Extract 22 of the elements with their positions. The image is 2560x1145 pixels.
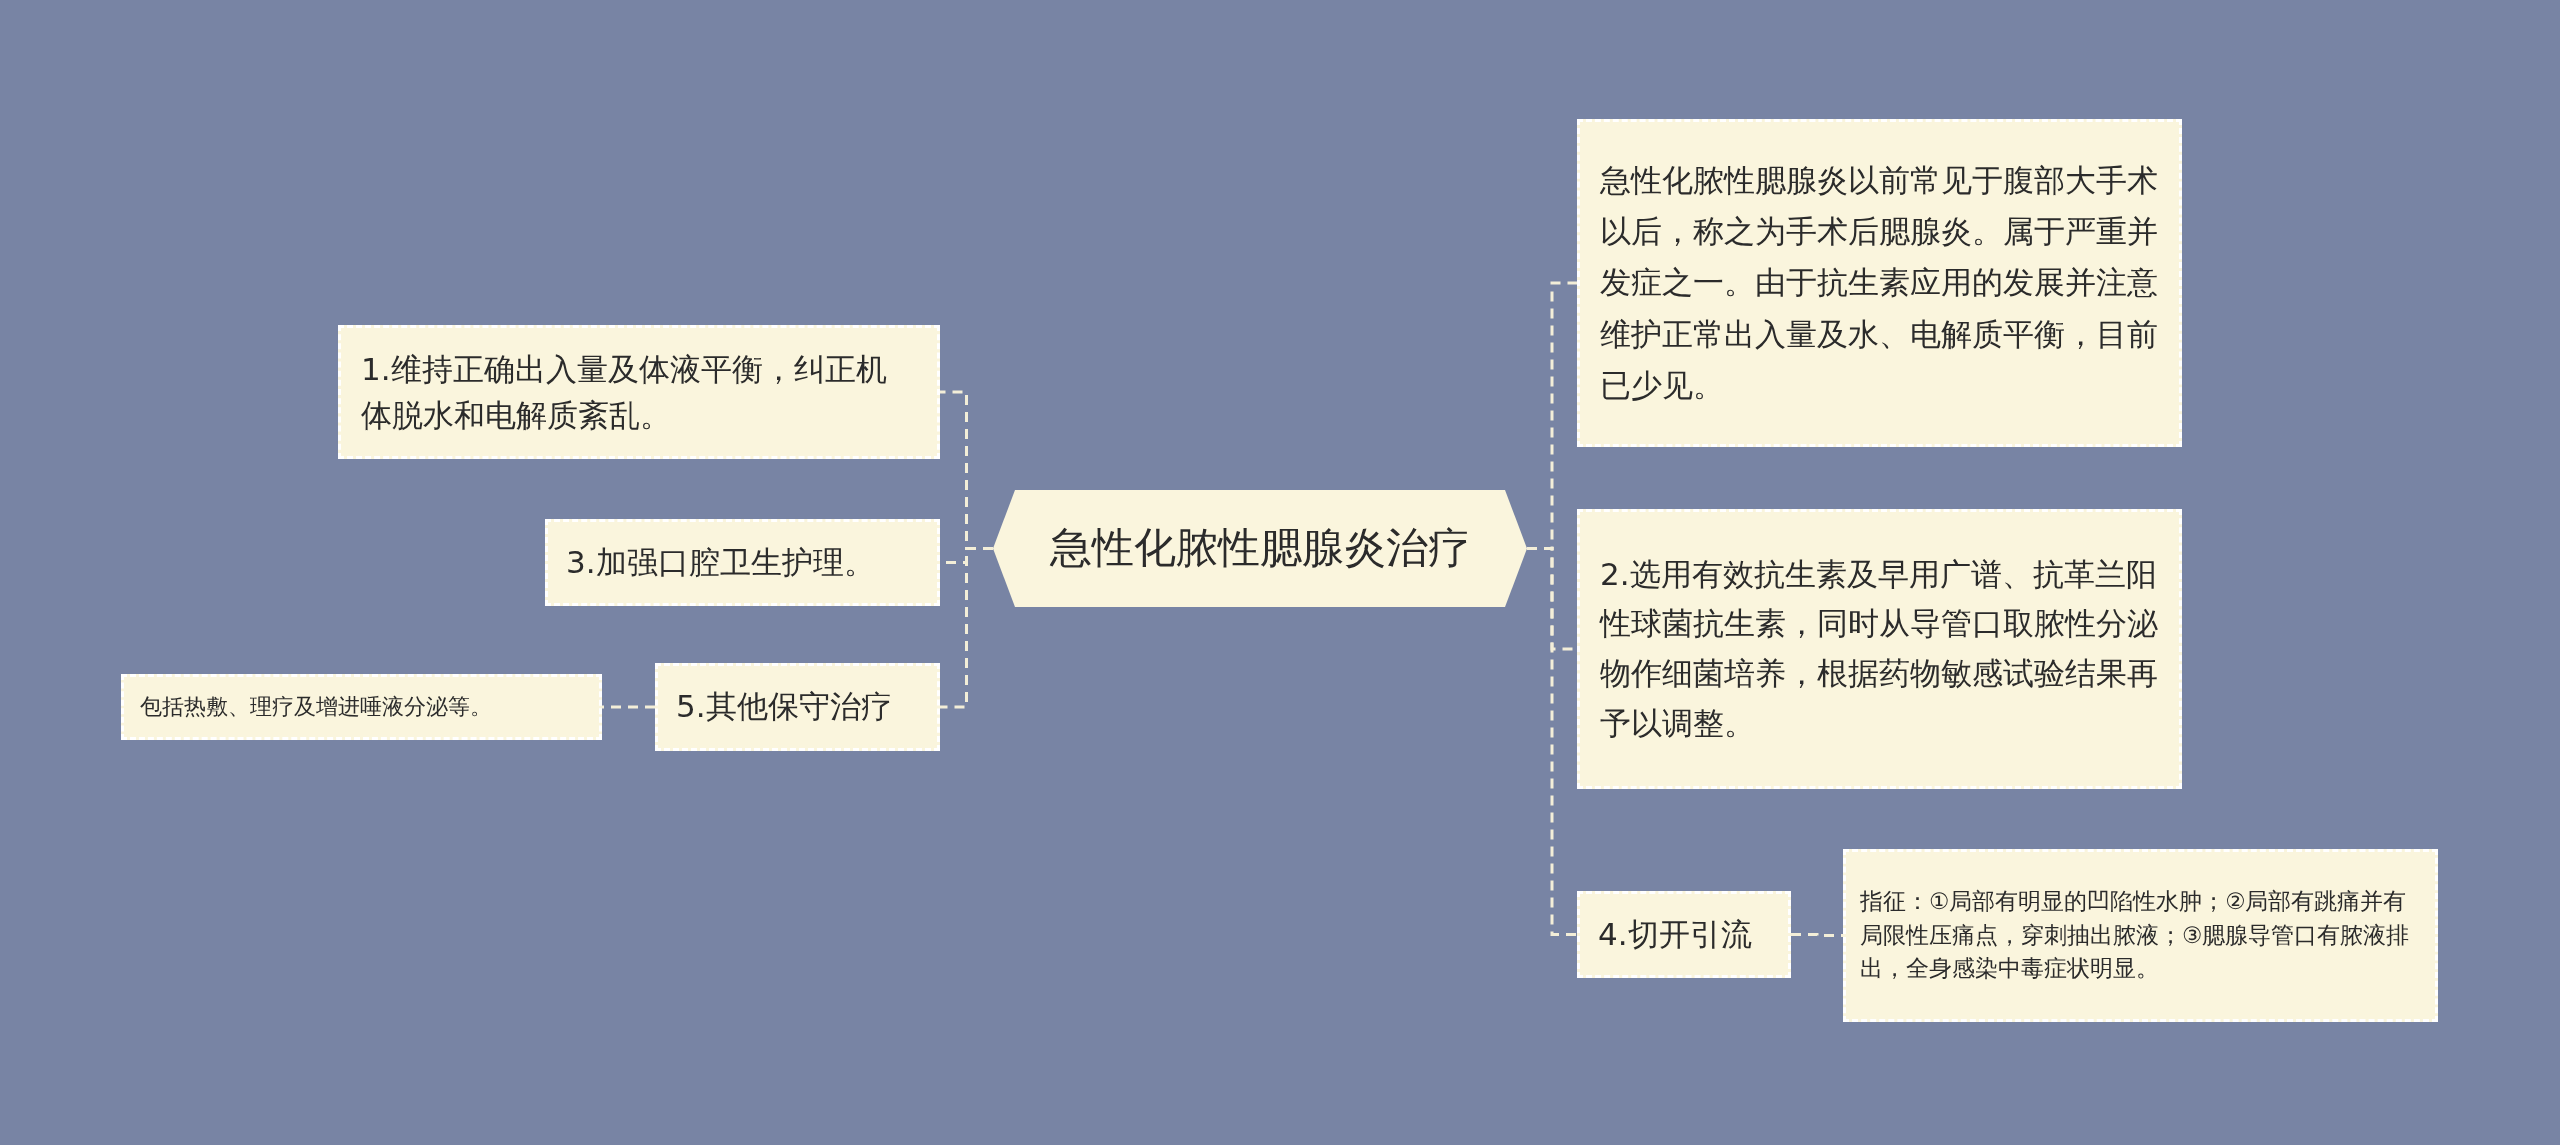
connector-line [1791,933,1843,937]
topic-text: 指征：①局部有明显的凹陷性水肿；②局部有跳痛并有局限性压痛点，穿刺抽出脓液；③腮腺导管口有脓液排出，全身感染中毒症状明显。 [1860,886,2411,984]
topic-text: 3.加强口腔卫生护理。 [566,542,875,582]
topic-text: 急性化脓性腮腺炎治疗 [1050,522,1470,575]
topic-card [655,663,940,751]
topic-card [1577,509,2182,789]
topic-text: 急性化脓性腮腺炎以前常见于腹部大手术以后，称之为手术后腮腺炎。属于严重并发症之一。由于抗生素应用的发展并注意维护正常出入量及水、电解质平衡，目前已少见。 [1600,161,2159,405]
topic-text: 1.维持正确出入量及体液平衡，纠正机体脱水和电解质紊乱。 [361,349,888,435]
connector-line [940,547,993,709]
topic-card [1843,849,2438,1022]
topic-card [338,325,940,459]
topic-text: 2.选用有效抗生素及早用广谱、抗革兰阳性球菌抗生素，同时从导管口取脓性分泌物作细菌培养，根据药物敏感试验结果再予以调整。 [1600,554,2159,743]
connector-line [1527,547,1577,936]
topic-text: 包括热敷、理疗及增进唾液分泌等。 [140,692,492,721]
topic-card [545,519,940,606]
topic-text: 5.其他保守治疗 [676,687,892,727]
topic-text: 4.切开引流 [1598,914,1752,954]
topic-card [1577,119,2182,447]
topic-card [121,674,602,740]
topic-card [1577,891,1791,978]
topic-hexagon [993,490,1527,607]
connector-line [602,705,655,709]
